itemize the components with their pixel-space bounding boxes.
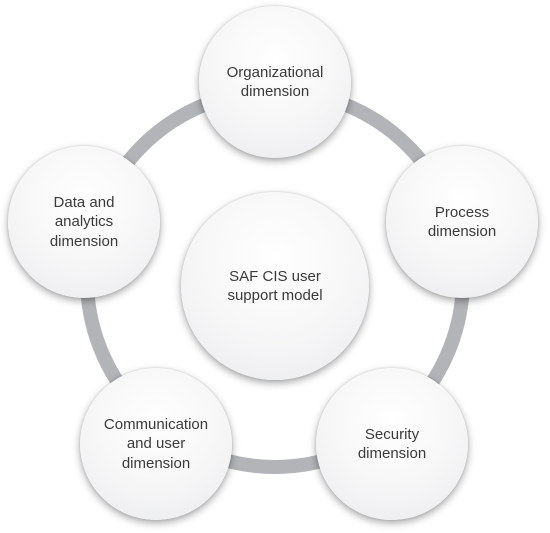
node-communication-user-dimension: Communication and user dimension (80, 368, 232, 520)
node-organizational-dimension: Organizational dimension (199, 6, 351, 158)
center-node-label: SAF CIS user support model (227, 267, 323, 304)
node-data-analytics-dimension: Data and analytics dimension (8, 146, 160, 298)
node-security-dimension: Security dimension (316, 368, 468, 520)
node-process-dimension: Process dimension (386, 146, 538, 298)
node-label: Process dimension (427, 203, 497, 240)
node-label: Organizational dimension (226, 63, 324, 100)
node-label: Data and analytics dimension (49, 194, 119, 250)
node-label: Communication and user dimension (103, 416, 209, 472)
center-node-user-support-model: SAF CIS user support model (181, 192, 369, 380)
node-label: Security dimension (357, 425, 427, 462)
